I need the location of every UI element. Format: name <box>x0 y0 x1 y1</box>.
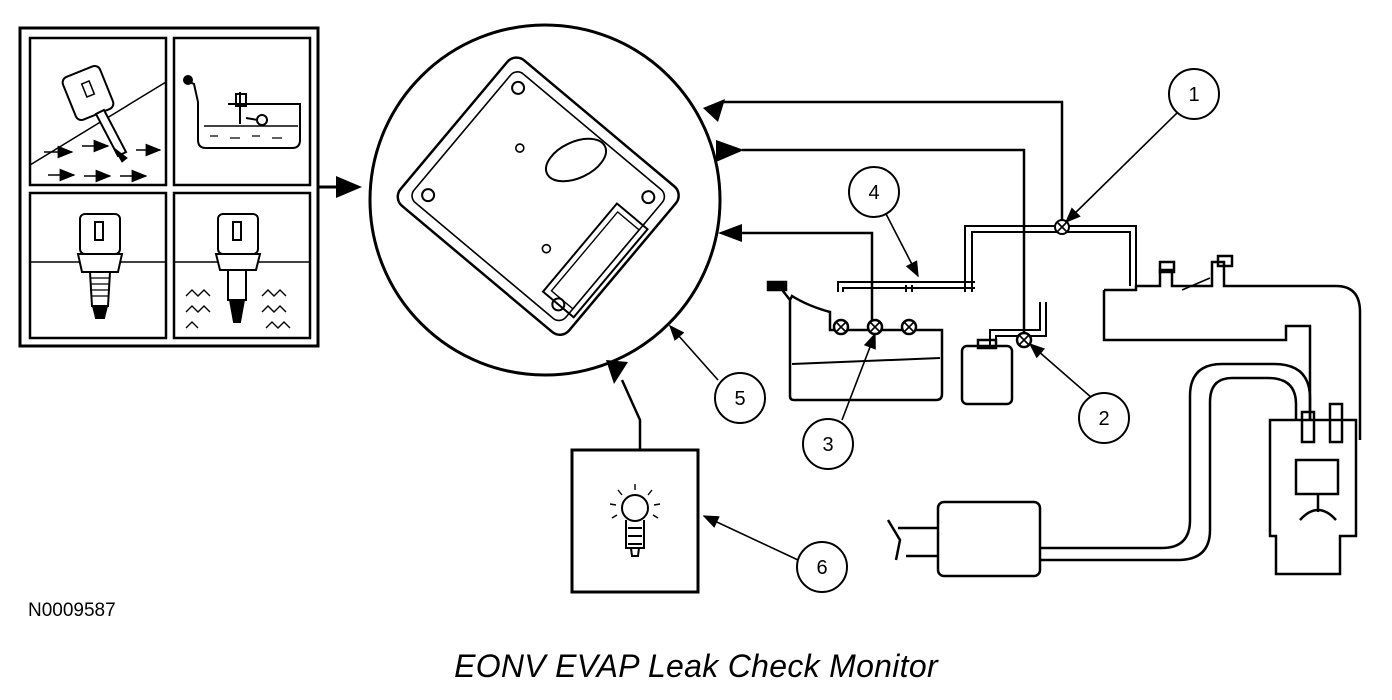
svg-text:6: 6 <box>816 557 827 579</box>
callout-6: 6 <box>796 541 848 593</box>
callout-5: 5 <box>714 372 766 424</box>
fuel-tank <box>766 280 944 402</box>
callout-4: 4 <box>848 166 900 218</box>
input-signal-arrow <box>318 176 362 198</box>
svg-text:3: 3 <box>822 434 833 456</box>
pcm-module <box>368 23 722 377</box>
harness-lines <box>620 100 1064 450</box>
purge-valve <box>1054 219 1070 235</box>
pcm-output-arrows <box>606 99 744 384</box>
callout-1: 1 <box>1168 68 1220 120</box>
svg-text:1: 1 <box>1188 84 1199 106</box>
svg-text:4: 4 <box>868 182 879 204</box>
svg-text:2: 2 <box>1098 408 1109 430</box>
temperature-sensor-icon <box>30 213 166 319</box>
diagram-caption: EONV EVAP Leak Check Monitor <box>454 648 938 684</box>
evap-canister <box>960 331 1033 406</box>
figure-id: N0009587 <box>28 600 116 621</box>
svg-text:5: 5 <box>734 388 745 410</box>
callout-leaders <box>668 111 1179 561</box>
lamp-bulb-icon <box>609 484 661 557</box>
engine-intake <box>886 254 1362 578</box>
sensor-input-panel <box>18 26 320 348</box>
airflow-sensor-icon <box>29 64 167 183</box>
callout-2: 2 <box>1078 392 1130 444</box>
immersion-sensor-icon <box>174 213 310 329</box>
mil-lamp <box>570 448 700 594</box>
callout-3: 3 <box>802 418 854 470</box>
fuel-tank-sender-icon <box>183 75 301 149</box>
